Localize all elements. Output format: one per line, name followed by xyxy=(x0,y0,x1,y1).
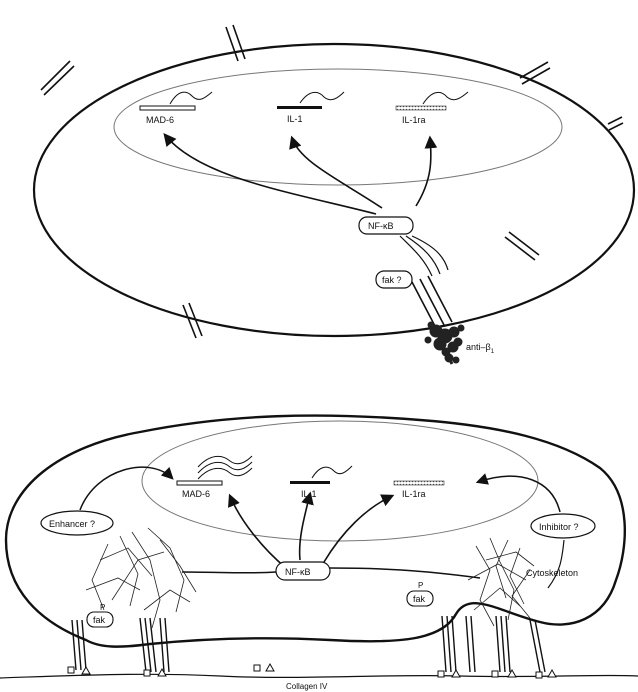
top-mrna-il1 xyxy=(300,92,344,103)
inhibitor-label: Inhibitor ? xyxy=(539,522,579,532)
bottom-nfkb-arrows xyxy=(230,494,392,568)
bottom-panel: MAD-6 IL-1 IL-1ra NF-κB Enhancer ? Inhib… xyxy=(0,416,638,691)
top-membrane-integrins xyxy=(41,25,623,338)
top-nfkb-label: NF-κB xyxy=(368,221,394,231)
top-gene-il1-bar xyxy=(277,106,322,109)
top-gene-mad6-label: MAD-6 xyxy=(146,115,174,125)
bottom-integrins xyxy=(72,616,545,672)
bottom-nfkb-label: NF-κB xyxy=(285,567,311,577)
top-nucleus xyxy=(114,69,562,185)
fak-left-phospho: P xyxy=(100,603,105,612)
bottom-gene-il1ra-label: IL-1ra xyxy=(402,489,426,499)
top-mrna-il1ra xyxy=(423,92,468,104)
fak-right-label: fak xyxy=(413,594,426,604)
top-gene-il1-label: IL-1 xyxy=(287,114,303,124)
top-fak-label: fak ? xyxy=(382,275,402,285)
fak-left-label: fak xyxy=(93,615,106,625)
top-cell-membrane xyxy=(34,44,634,336)
enhancer-arrow xyxy=(80,467,172,510)
cytoskeleton-label: Cytoskeleton xyxy=(526,568,578,578)
bottom-gene-il1-bar xyxy=(290,481,330,484)
top-mrna-mad6 xyxy=(170,92,212,104)
bottom-gene-il1ra-bar xyxy=(394,481,444,485)
bottom-mrna-mad6 xyxy=(198,456,252,479)
antibody-cluster-icon xyxy=(425,322,464,364)
bottom-gene-mad6-bar xyxy=(177,481,222,485)
top-nfkb-arrows xyxy=(165,135,431,214)
top-gene-mad6-bar xyxy=(140,106,195,110)
antibody-label: anti–β1 xyxy=(466,342,495,355)
fak-right-phospho: P xyxy=(418,581,423,590)
top-gene-il1ra-bar xyxy=(396,106,446,110)
right-cytoskeleton xyxy=(468,538,534,626)
top-signal-lines xyxy=(400,236,448,276)
bottom-gene-mad6-label: MAD-6 xyxy=(182,489,210,499)
bottom-mrna-il1 xyxy=(312,466,352,478)
bottom-nfkb-inputs xyxy=(182,568,480,578)
top-gene-il1ra-label: IL-1ra xyxy=(402,115,426,125)
top-panel: MAD-6 IL-1 IL-1ra NF-κB fak ? ant xyxy=(34,25,634,364)
collagen-label: Collagen IV xyxy=(286,682,328,691)
enhancer-label: Enhancer ? xyxy=(49,519,95,529)
inhibitor-link xyxy=(548,540,564,588)
